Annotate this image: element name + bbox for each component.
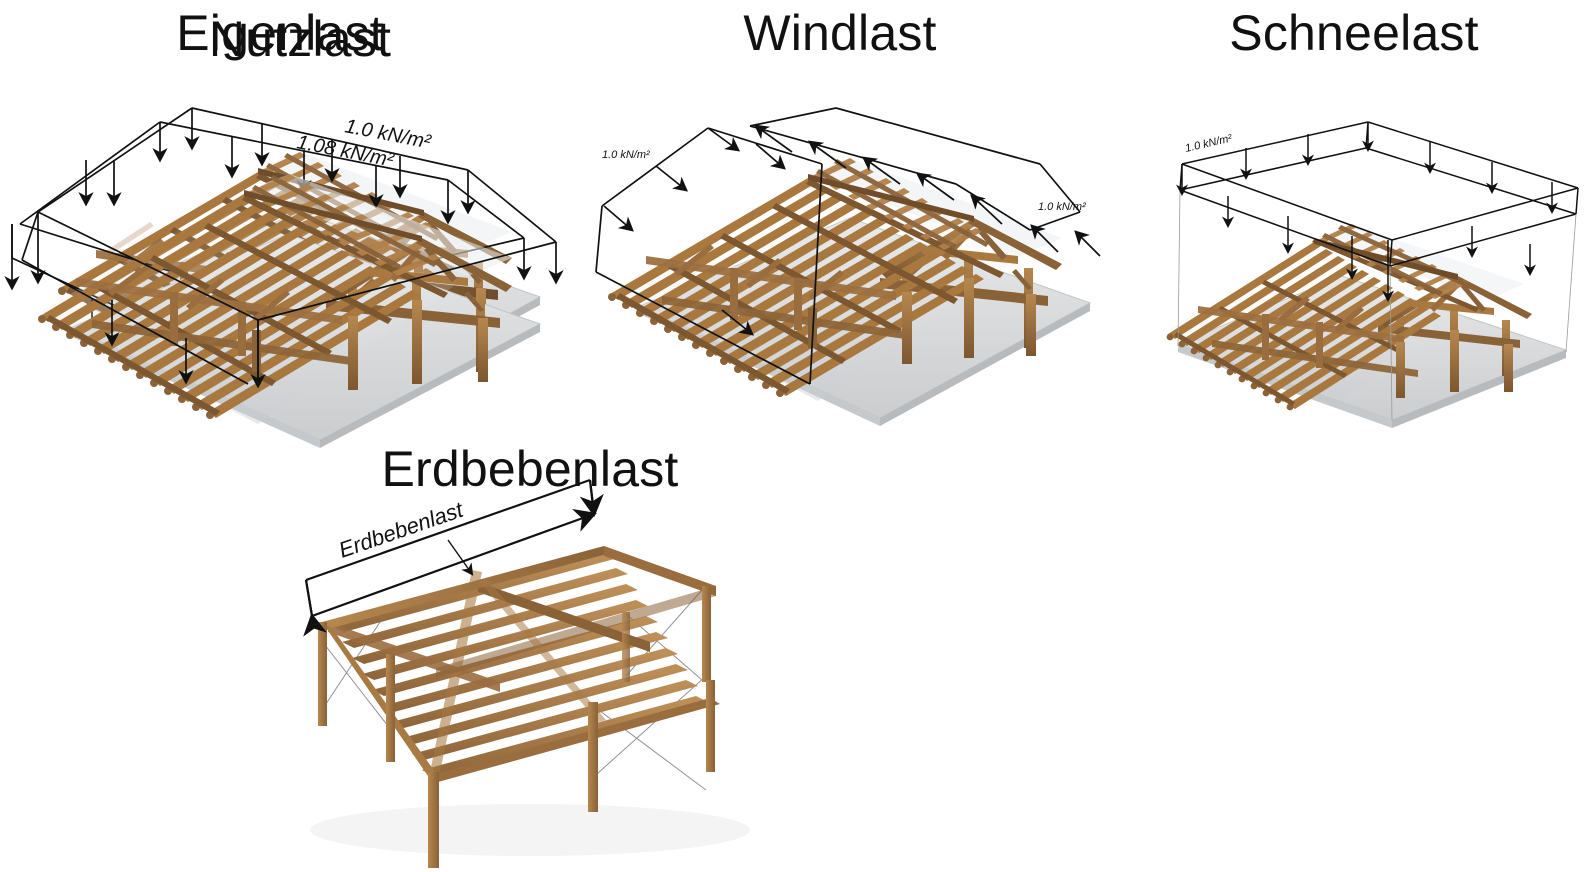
- ridge-beam: [1314, 238, 1458, 280]
- load-label-schneelast: 1.0 kN/m²: [1184, 132, 1233, 154]
- support-posts: [1396, 330, 1513, 398]
- interior-frame: [646, 244, 912, 340]
- panel-title-schneelast: Schneelast: [1229, 5, 1479, 61]
- interior-frame: [1198, 296, 1418, 377]
- panel-erdbebenlast: Erdbebenlast: [250, 430, 810, 872]
- ridge-beam: [808, 174, 974, 222]
- panel-nutzlast: Nutzlast: [0, 0, 600, 448]
- support-posts: [318, 586, 715, 868]
- windlast-drawing: 1.0 kN/m² 1.0 kN/m²: [595, 107, 1101, 426]
- panel-windlast: Windlast: [560, 0, 1120, 430]
- panel-title-eigenlast: Eigenlast: [176, 5, 384, 61]
- cross-beam: [478, 578, 606, 722]
- load-annotation-windlast: [595, 107, 1101, 385]
- nutzlast-drawing: 1.0 kN/m²: [21, 107, 564, 448]
- ridge-beam: [244, 190, 422, 242]
- perimeter-beams: [322, 546, 720, 782]
- load-label-windlast-right: 1.0 kN/m²: [1038, 201, 1086, 213]
- load-annotation-nutzlast: [21, 107, 564, 389]
- load-annotation-schneelast: [1176, 121, 1579, 421]
- erdbebenlast-drawing: Erdbebenlast: [303, 478, 750, 868]
- load-annotation-erdbebenlast: [303, 478, 604, 637]
- load-label-nutzlast: 1.0 kN/m²: [343, 115, 434, 153]
- interior-frame: [76, 264, 358, 366]
- panel-title-erdbebenlast: Erdbebenlast: [381, 441, 679, 497]
- panel-title-windlast: Windlast: [743, 5, 937, 61]
- support-posts: [252, 300, 488, 390]
- schneelast-drawing: 1.0 kN/m²: [1166, 121, 1579, 428]
- panel-title-nutzlast: Nutzlast: [208, 11, 392, 67]
- panel-schneelast: Schneelast: [1120, 0, 1588, 430]
- load-label-windlast-left: 1.0 kN/m²: [602, 149, 650, 161]
